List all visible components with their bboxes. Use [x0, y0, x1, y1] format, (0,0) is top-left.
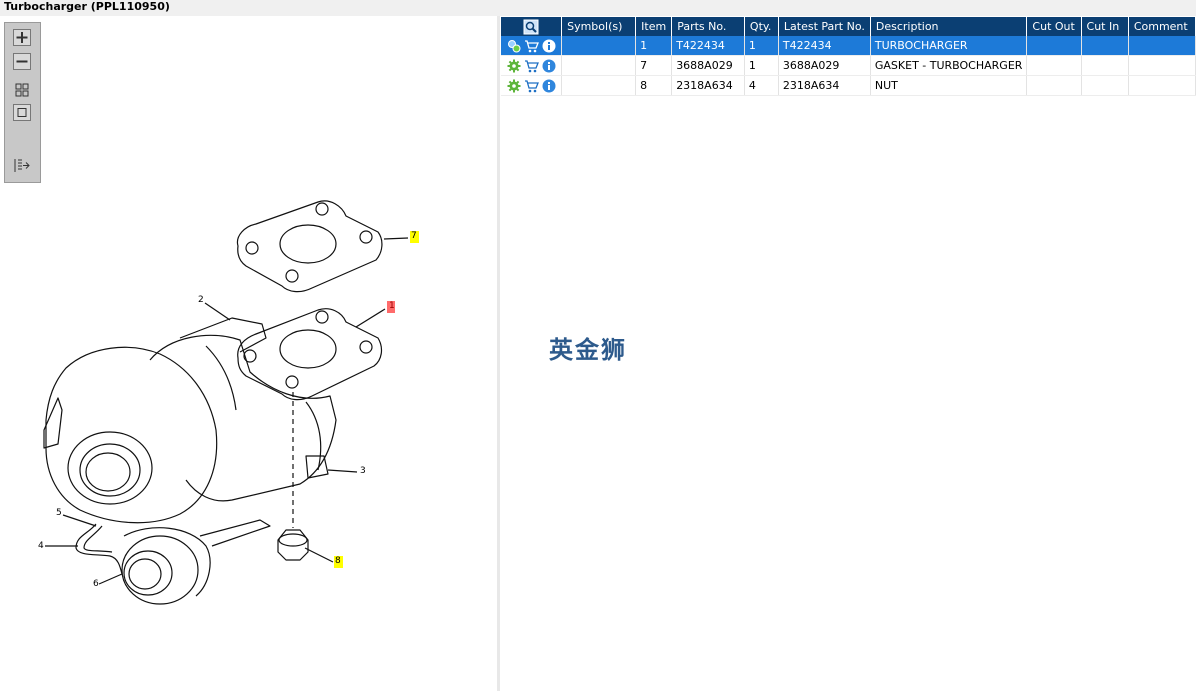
cell-cut-in: [1081, 36, 1129, 56]
square-icon[interactable]: [13, 104, 31, 121]
cell-symbols: [561, 75, 637, 96]
cell-description: NUT: [870, 75, 1028, 96]
row-actions: [501, 55, 563, 76]
parts-table: Symbol(s) Item Parts No. Qty. Latest Par…: [501, 17, 1196, 96]
cell-cut-out: [1026, 75, 1082, 96]
info-icon[interactable]: [542, 39, 556, 53]
column-cut-in[interactable]: Cut In: [1081, 17, 1129, 36]
callout-7[interactable]: 7: [411, 231, 417, 241]
cell-description: GASKET - TURBOCHARGER: [870, 55, 1028, 76]
cell-comment: [1128, 55, 1196, 76]
view-toolbar: [4, 22, 41, 183]
cell-latest-part-no: 3688A029: [778, 55, 871, 76]
table-row[interactable]: 8 2318A634 4 2318A634 NUT: [501, 75, 1196, 96]
parts-list-pane: Symbol(s) Item Parts No. Qty. Latest Par…: [500, 16, 1196, 691]
cell-qty: 1: [744, 55, 779, 76]
table-row[interactable]: 7 3688A029 1 3688A029 GASKET - TURBOCHAR…: [501, 55, 1196, 76]
pane-splitter[interactable]: [497, 16, 500, 691]
cell-description: TURBOCHARGER: [870, 36, 1028, 56]
watermark-text: 英金狮: [549, 336, 627, 364]
column-description[interactable]: Description: [870, 17, 1028, 36]
cell-cut-out: [1026, 55, 1082, 76]
row-actions: [501, 36, 563, 56]
gear-icon[interactable]: [507, 79, 521, 93]
parts-locate-icon[interactable]: [507, 39, 521, 53]
cell-latest-part-no: T422434: [778, 36, 871, 56]
illustration-pane[interactable]: 7 1 2 3 5 4 6 8: [0, 16, 497, 691]
cell-qty: 4: [744, 75, 779, 96]
cell-cut-out: [1026, 36, 1082, 56]
column-symbols[interactable]: Symbol(s): [561, 17, 637, 36]
cell-symbols: [561, 36, 637, 56]
callout-5[interactable]: 5: [56, 508, 62, 518]
callout-1[interactable]: 1: [389, 301, 395, 311]
window-title: Turbocharger (PPL110950): [0, 0, 1196, 16]
cell-parts-no: 2318A634: [671, 75, 745, 96]
cell-item: 1: [635, 36, 673, 56]
cart-icon[interactable]: [524, 39, 539, 53]
cell-latest-part-no: 2318A634: [778, 75, 871, 96]
cart-icon[interactable]: [524, 59, 539, 73]
cell-symbols: [561, 55, 637, 76]
column-filter-header[interactable]: [501, 17, 563, 36]
cell-comment: [1128, 36, 1196, 56]
turbocharger-illustration: [43, 200, 419, 605]
cell-qty: 1: [744, 36, 779, 56]
export-icon[interactable]: [13, 157, 31, 174]
column-item[interactable]: Item: [635, 17, 673, 36]
cell-item: 8: [635, 75, 673, 96]
fit-grid-icon[interactable]: [13, 81, 31, 98]
cell-parts-no: T422434: [671, 36, 745, 56]
column-parts-no[interactable]: Parts No.: [671, 17, 745, 36]
column-comment[interactable]: Comment: [1128, 17, 1196, 36]
cell-cut-in: [1081, 55, 1129, 76]
callout-8[interactable]: 8: [335, 556, 341, 566]
table-row[interactable]: 1 T422434 1 T422434 TURBOCHARGER: [501, 36, 1196, 56]
cart-icon[interactable]: [524, 79, 539, 93]
cell-parts-no: 3688A029: [671, 55, 745, 76]
plus-icon[interactable]: [13, 29, 31, 46]
cell-comment: [1128, 75, 1196, 96]
minus-icon[interactable]: [13, 53, 31, 70]
row-actions: [501, 75, 563, 96]
callout-2[interactable]: 2: [198, 295, 204, 305]
search-filter-icon[interactable]: [523, 19, 539, 35]
column-latest-part-no[interactable]: Latest Part No.: [778, 17, 871, 36]
column-cut-out[interactable]: Cut Out: [1026, 17, 1082, 36]
table-header: Symbol(s) Item Parts No. Qty. Latest Par…: [501, 17, 1196, 36]
callout-3[interactable]: 3: [360, 466, 366, 476]
info-icon[interactable]: [542, 79, 556, 93]
callout-6[interactable]: 6: [93, 579, 99, 589]
callout-4[interactable]: 4: [38, 541, 44, 551]
cell-cut-in: [1081, 75, 1129, 96]
info-icon[interactable]: [542, 59, 556, 73]
column-qty[interactable]: Qty.: [744, 17, 779, 36]
cell-item: 7: [635, 55, 673, 76]
gear-icon[interactable]: [507, 59, 521, 73]
